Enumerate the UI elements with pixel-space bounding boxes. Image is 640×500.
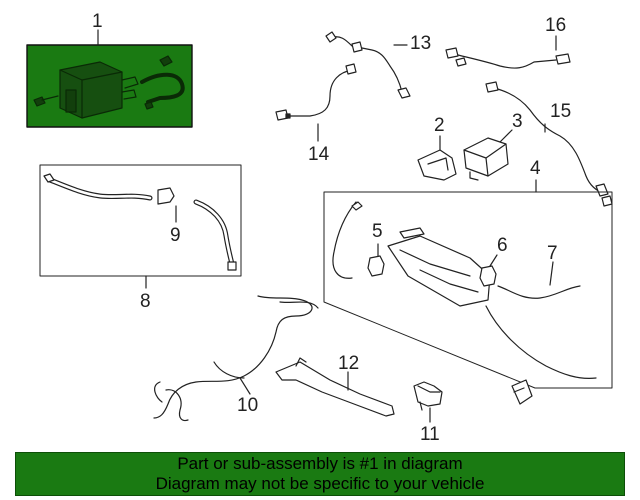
banner-line-2: Diagram may not be specific to your vehi… xyxy=(155,474,485,493)
part-10-harness[interactable] xyxy=(153,295,319,422)
callout-3[interactable]: 3 xyxy=(512,111,523,132)
callout-4[interactable]: 4 xyxy=(530,158,541,179)
callout-10[interactable]: 10 xyxy=(237,395,259,416)
callout-11[interactable]: 11 xyxy=(420,424,440,445)
part-2-bracket[interactable] xyxy=(417,135,457,181)
callout-16[interactable]: 16 xyxy=(545,15,567,36)
part-3-valve[interactable] xyxy=(463,129,513,181)
part-4-group-box[interactable] xyxy=(323,179,613,389)
part-11-valve[interactable] xyxy=(413,381,443,423)
callout-2[interactable]: 2 xyxy=(434,115,445,136)
part-13-sensor[interactable] xyxy=(325,31,411,99)
callout-12[interactable]: 12 xyxy=(338,353,360,374)
part-16-sensor[interactable] xyxy=(445,35,571,69)
banner-line-1: Part or sub-assembly is #1 in diagram xyxy=(177,454,463,473)
part-1-charcoal-canister-box[interactable] xyxy=(26,29,193,128)
callout-5[interactable]: 5 xyxy=(372,221,383,242)
part-15-sensor[interactable] xyxy=(485,81,613,207)
callout-14[interactable]: 14 xyxy=(308,144,330,165)
notice-banner: Part or sub-assembly is #1 in diagram Di… xyxy=(15,452,625,496)
small-bracket[interactable] xyxy=(511,379,533,405)
callout-6[interactable]: 6 xyxy=(497,235,508,256)
callout-1[interactable]: 1 xyxy=(92,11,103,32)
part-8-group-box[interactable] xyxy=(39,164,242,289)
part-12-bracket[interactable] xyxy=(275,357,395,417)
part-14-sensor[interactable] xyxy=(275,63,357,142)
callout-13[interactable]: 13 xyxy=(410,33,432,54)
callout-7[interactable]: 7 xyxy=(547,243,558,264)
callout-15[interactable]: 15 xyxy=(550,101,572,122)
callout-9[interactable]: 9 xyxy=(170,225,181,246)
callout-8[interactable]: 8 xyxy=(140,291,151,312)
